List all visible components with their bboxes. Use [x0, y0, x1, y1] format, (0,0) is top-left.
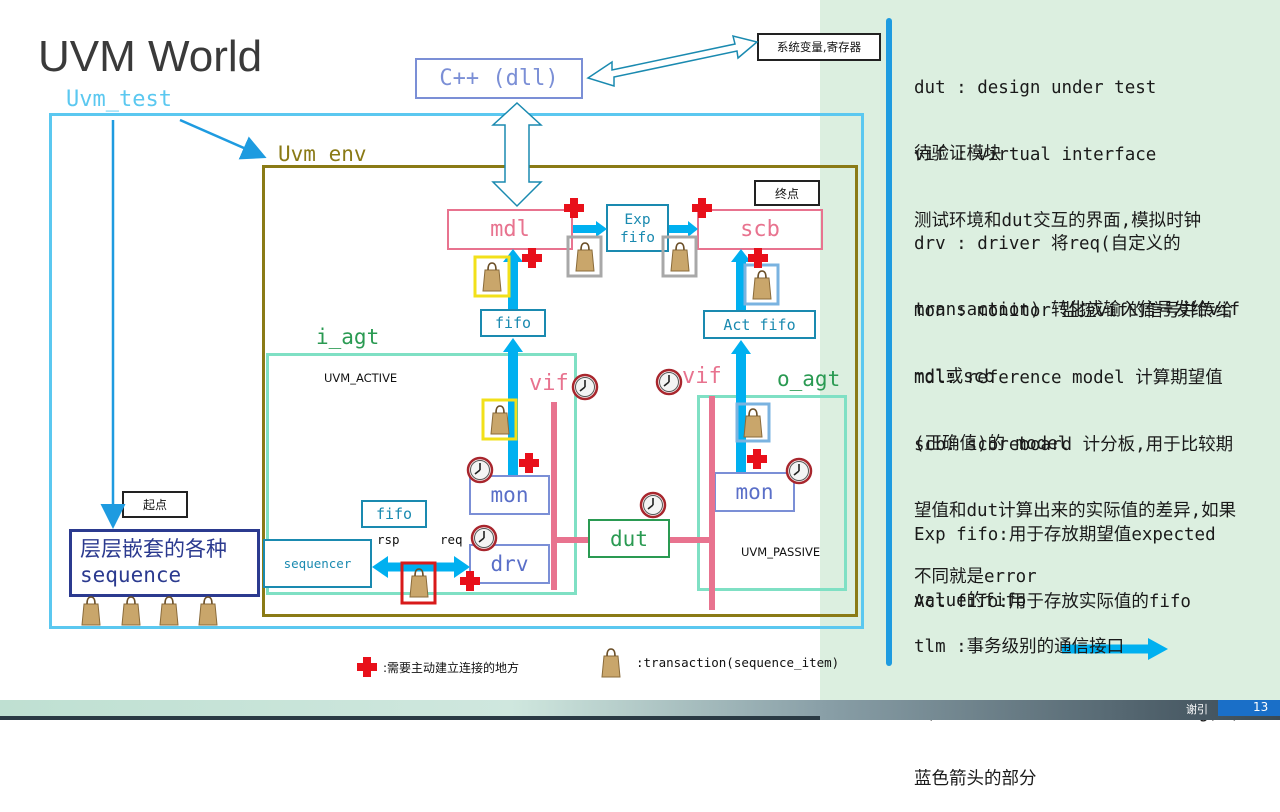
i-agt-label: i_agt — [316, 325, 380, 349]
def-vif: vif : virtual interface 测试环境和dut交互的界面,模拟… — [914, 100, 1266, 254]
cross-icon-mdl — [564, 198, 584, 218]
uvm-env-box — [262, 165, 858, 617]
bag-frame-gray-mdl — [566, 235, 603, 278]
cross-icon-mon-left — [519, 453, 539, 473]
uvm-passive-label: UVM_PASSIVE — [741, 545, 821, 559]
cross-icon-scb — [692, 198, 712, 218]
sequencer-box: sequencer — [263, 539, 372, 588]
cross-icon-legend — [357, 657, 377, 677]
cross-icon-mdl-fifo — [522, 248, 542, 268]
exp-fifo-box: Exp fifo — [606, 204, 669, 252]
cpp-mdl-arrow — [491, 101, 543, 208]
fifo-seq-box: fifo — [361, 500, 427, 528]
cross-icon-mon-right — [747, 449, 767, 469]
footer-page-badge — [1218, 700, 1280, 716]
def-mdl-l1: mdl: reference model 计算期望值 — [914, 368, 1223, 388]
vif-right-label: vif — [682, 364, 722, 389]
def-scb-l3: 不同就是error — [914, 567, 1037, 587]
def-drv: drv : driver 将req(自定义的 transaction) 转化成输… — [914, 189, 1266, 343]
mdl-box: mdl — [447, 209, 573, 250]
def-mon: mon : monitor 监控vif的信号并传给 mdl或scb — [914, 256, 1266, 410]
slide-title: UVM World — [38, 32, 263, 81]
def-mon-l2: mdl或scb — [914, 367, 995, 387]
cross-icon-drv — [460, 571, 480, 591]
uvm-test-label: Uvm_test — [66, 87, 172, 112]
def-exp-fifo: Exp fifo:用于存放期望值expected value的fifo — [914, 480, 1266, 634]
def-drv-l2: transaction) 转化成输入信号发给vif — [914, 300, 1241, 320]
legend-connect-text: :需要主动建立连接的地方 — [383, 661, 520, 675]
fifo-mon-mdl-box: fifo — [480, 309, 546, 337]
cpp-sysvar-arrow — [586, 34, 759, 88]
def-drv-l1: drv : driver 将req(自定义的 — [914, 234, 1181, 254]
def-exp-fifo-l2: value的fifo — [914, 591, 1027, 611]
mon-right-box: mon — [714, 472, 795, 512]
uvm-test-box — [49, 113, 864, 629]
legend-transaction-text: :transaction(sequence_item) — [636, 655, 840, 670]
exp-fifo-line2: fifo — [620, 230, 655, 246]
def-mon-l1: mon : monitor 监控vif的信号并传给 — [914, 301, 1234, 321]
bag-frame-red-drv — [400, 561, 437, 605]
uvm-env-label: Uvm_env — [278, 142, 367, 166]
bag-frame-blue-mon — [735, 402, 771, 443]
page-number: 13 — [1253, 700, 1269, 714]
o-agt-box — [697, 395, 847, 591]
bag-frame-yellow-top — [473, 255, 511, 298]
definitions-panel — [820, 0, 1280, 700]
uvm-active-label: UVM_ACTIVE — [324, 371, 398, 385]
def-tlm-l1: tlm :事务级别的通信接口 — [914, 637, 1125, 657]
def-vif-l2: 测试环境和dut交互的界面,模拟时钟 — [914, 211, 1202, 231]
bag-frame-yellow-mon — [481, 398, 518, 441]
def-exp-fifo-l1: Exp fifo:用于存放期望值expected — [914, 525, 1216, 545]
def-vif-l1: vif : virtual interface — [914, 145, 1157, 165]
dut-box: dut — [588, 519, 670, 558]
test-env-arrow — [179, 118, 267, 160]
panel-divider — [886, 18, 892, 666]
def-dut-l2: 待验证模块 — [914, 144, 1002, 164]
def-tlm-l3: 蓝色箭头的部分 — [914, 769, 1037, 789]
act-fifo-box: Act fifo — [703, 310, 816, 339]
system-var-box: 系统变量,寄存器 — [757, 33, 881, 61]
def-scb-l1: scb: scoreboard 计分板,用于比较期 — [914, 435, 1234, 455]
def-act-fifo-l1: Act fifo:用于存放实际值的fifo — [914, 592, 1191, 612]
def-dut: dut : design under test 待验证模块 — [914, 33, 1266, 187]
footer-bar — [0, 700, 1280, 720]
exp-fifo-line1: Exp — [624, 212, 651, 228]
def-act-fifo: Act fifo:用于存放实际值的fifo — [914, 547, 1266, 635]
def-mdl: mdl: reference model 计算期望值 (正确值)的 model — [914, 323, 1266, 477]
footer-dark-strip — [0, 716, 820, 720]
cross-icon-scb-fifo — [748, 248, 768, 268]
rsp-label: rsp — [377, 532, 400, 547]
def-scb-l2: 望值和dut计算出来的实际值的差异,如果 — [914, 501, 1237, 521]
sequences-line2: sequence — [80, 563, 182, 587]
diagram-connectors — [100, 34, 1168, 660]
bag-frame-gray-scb — [661, 235, 698, 278]
req-label: req — [440, 532, 463, 547]
sequences-line1: 层层嵌套的各种 — [80, 537, 227, 561]
def-mdl-l2: (正确值)的 model — [914, 434, 1069, 454]
def-dut-l1: dut : design under test — [914, 78, 1157, 98]
sequences-box: 层层嵌套的各种 sequence — [69, 529, 260, 597]
def-scb: scb: scoreboard 计分板,用于比较期 望值和dut计算出来的实际值… — [914, 390, 1266, 610]
cpp-dll-box: C++ (dll) — [415, 58, 583, 99]
footer-thanks: 谢引 — [1186, 703, 1208, 716]
end-point-box: 终点 — [754, 180, 820, 206]
o-agt-label: o_agt — [777, 367, 841, 391]
vif-left-label: vif — [529, 371, 569, 396]
